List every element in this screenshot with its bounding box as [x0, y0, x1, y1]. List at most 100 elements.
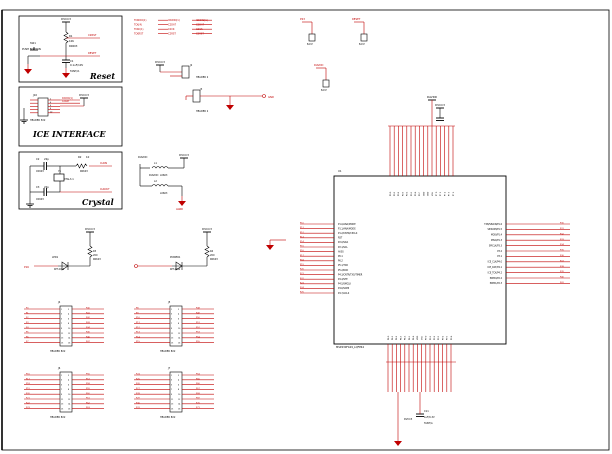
header-net-left: P1: [26, 312, 29, 314]
ice-frame: [18, 86, 123, 147]
mcu-right-net: P35: [560, 250, 564, 252]
header-net-right: P54: [196, 336, 200, 338]
header-net-left: P27: [136, 388, 140, 390]
mcu-right-pin-name: P3.1: [497, 255, 502, 258]
header-net-left: P16: [26, 374, 30, 376]
header-pin-number: 7: [171, 323, 172, 325]
header-net-left: P15: [136, 341, 140, 343]
mcu-bottom-pin-name: P8.3: [400, 335, 402, 340]
header-net-right: P44: [86, 327, 90, 329]
r4-pkg: R0603: [210, 258, 218, 261]
header-net-left: P0: [26, 308, 29, 310]
c11-pkg: TANT/A: [424, 422, 433, 425]
ground-symbol: [24, 69, 32, 74]
header-pin-number: 12: [178, 333, 180, 335]
led2-type: KPT-2012: [170, 268, 181, 271]
header-pin-number: 5: [171, 318, 172, 320]
header-net-right: P68: [196, 393, 200, 395]
header-net-left: P18: [26, 383, 30, 385]
header-net-right: P64: [196, 374, 200, 376]
header-pin-number: 14: [178, 338, 181, 340]
vcc-label: DVCC3: [435, 103, 445, 107]
header-pin-number: 12: [178, 399, 180, 401]
mcu-right-pin-name: PWM1/P2.3: [490, 282, 503, 285]
mcu-right-net: P38: [560, 266, 564, 268]
ice-signal-mid: C2RST: [168, 33, 176, 36]
mcu-top-pin-name: P0.1: [394, 191, 396, 196]
mcu-left-net: P22: [300, 278, 304, 280]
header-pin-number: 2: [68, 309, 69, 311]
header-pin-number: 8: [178, 323, 180, 325]
mcu-right-pin-name: ICE_CLK/P4.0: [488, 261, 503, 264]
header-net-right: P43: [86, 322, 90, 324]
header-pin-number: 5: [171, 384, 172, 386]
ice-signal-right: C2RST: [196, 33, 204, 36]
reset-frame-label: Reset: [90, 71, 116, 81]
mcu-top-pin-name: P0.6: [415, 191, 417, 196]
led1-type: KPT-2012: [54, 268, 65, 271]
header-ref: J5: [167, 301, 171, 304]
mcu-right-pin-name: SPICLK/P3.3: [489, 244, 503, 247]
r1-value: 10K: [69, 39, 74, 43]
header-net-right: P71: [196, 407, 200, 409]
header-pin-number: 15: [171, 408, 173, 410]
mcu-left-pin-name: P4.3/CNTR/TXD/TIMER: [338, 273, 363, 276]
j10-pin-number: 4: [50, 102, 52, 104]
header-pin-number: 3: [61, 314, 62, 316]
mcu-left-net: P23: [300, 282, 304, 284]
header-net-right: P52: [196, 327, 200, 329]
header-pin-number: 11: [171, 333, 173, 335]
header-net-right: P61: [86, 398, 90, 400]
mcu-top-pin-name: P7.4: [453, 191, 455, 196]
reset-label: RESET: [88, 51, 97, 55]
vcc-label: DAVDD: [427, 95, 437, 99]
header-pin-number: 5: [61, 318, 62, 320]
header-pin-number: 8: [178, 389, 180, 391]
ice-net-label: C2DAT: [62, 100, 70, 103]
xtal-net-label: CLKIN: [100, 162, 107, 165]
mcu-right-pin-name: ICE_TCK/P4.2: [488, 271, 503, 274]
mcu-bottom-pin-name: P9.0: [426, 335, 428, 340]
mcu-right-net: P41: [560, 282, 564, 284]
mcu-bottom-pin-name: P8.0: [388, 335, 390, 340]
mcu-top-pin-name: P0.2: [398, 191, 400, 196]
mcu-left-net: P12: [300, 232, 304, 234]
mcu-top-pin-name: P7.2: [444, 191, 446, 196]
j10-footprint: HEADER 5X2: [30, 119, 46, 122]
mcu-top-pin-name: P0.0: [390, 191, 392, 196]
l1-ref: L1: [154, 162, 157, 165]
resistor-r4: [204, 245, 210, 258]
mcu-right-pin-name: P3.2: [497, 250, 502, 253]
l1-pkg: L0603: [160, 174, 168, 177]
header-pin-number: 5: [61, 384, 62, 386]
l2-ref: L2: [154, 180, 157, 183]
header-net-left: P2: [26, 317, 29, 319]
header-pin-number: 6: [178, 384, 180, 386]
ground-symbol: [394, 441, 402, 446]
header-pin-number: 2: [178, 375, 179, 377]
r2-pkg: R0603: [80, 170, 88, 173]
mcu-left-pin-name: P1.1/ANA/MODE: [338, 227, 356, 230]
header-net-right: P56: [86, 374, 90, 376]
header-net-left: P20: [26, 393, 30, 395]
j2-name: HEADER 2: [196, 76, 209, 79]
header-8x2-body: [169, 371, 183, 413]
j10-pin-number: 2: [50, 99, 51, 101]
mcu-left-net: P24: [300, 287, 304, 289]
mcu-bottom-pin-name: P9.2: [434, 335, 436, 340]
j3-header: [192, 89, 201, 103]
c2-pkg: C0603: [36, 170, 44, 173]
crystal-frame: [18, 151, 123, 210]
mcu-left-net: P14: [300, 241, 304, 243]
header-ref: J6: [57, 367, 61, 370]
j3-name: HEADER 2: [196, 110, 209, 113]
tp2-label: B-P-P: [359, 43, 365, 46]
mcu-part: MSP430F449_LQFP64: [336, 345, 364, 349]
vcc-label: DVCC3: [179, 153, 189, 157]
resistor-r3: [87, 245, 93, 258]
j10-header: [37, 97, 49, 117]
vcc-label: DVCC3: [79, 93, 89, 97]
header-pin-number: 16: [68, 408, 71, 410]
mcu-left-net: P25: [300, 292, 304, 294]
